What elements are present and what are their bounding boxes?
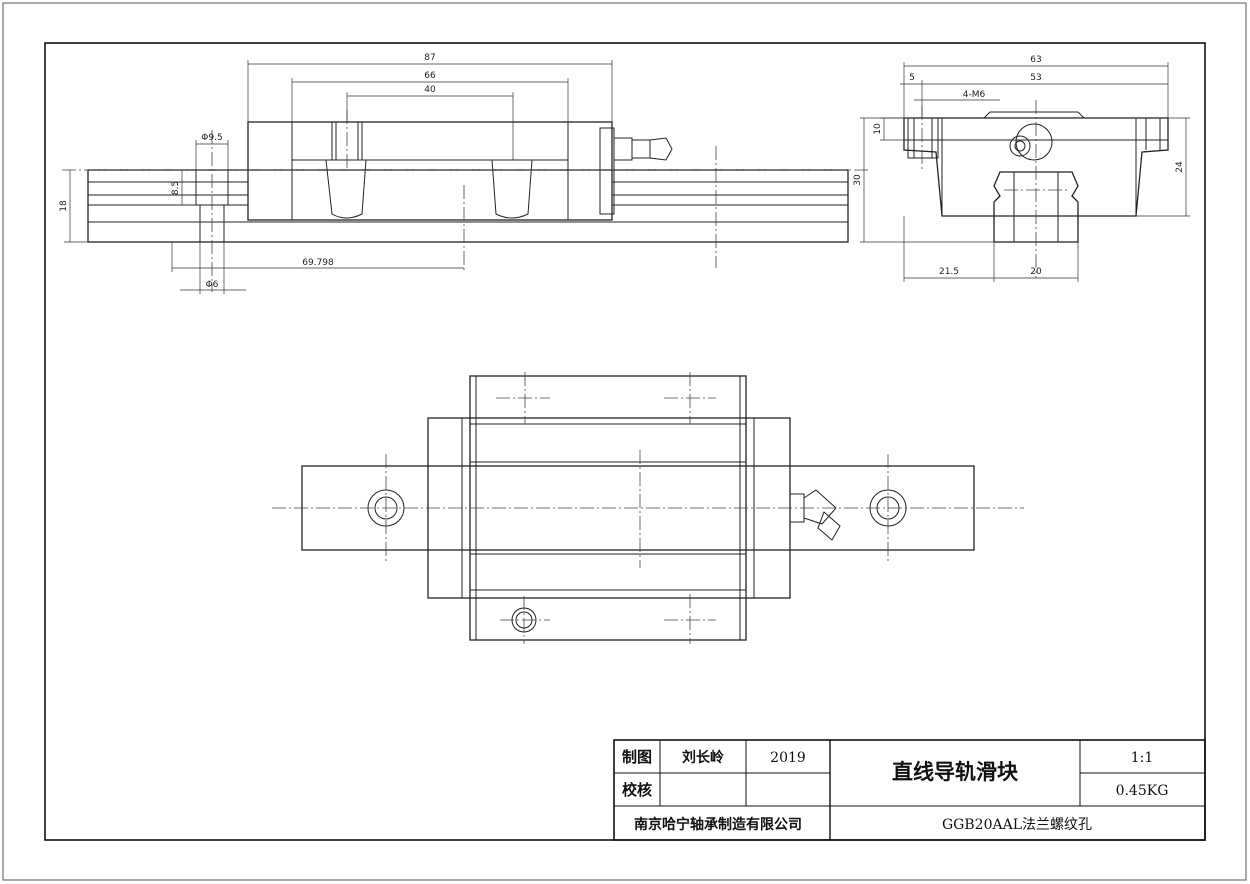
- dim-24: 24: [1175, 161, 1185, 173]
- dim-215: 21.5: [939, 267, 959, 277]
- dim-18: 18: [59, 200, 69, 212]
- dim-85: 8.5: [171, 181, 181, 195]
- dim-20: 20: [1030, 267, 1042, 277]
- drawn-label: 制图: [622, 748, 652, 766]
- carriage-body: [247, 121, 613, 221]
- drawn-year: 2019: [770, 750, 806, 766]
- drawing-frame: [44, 42, 1206, 841]
- dim-63: 63: [1030, 55, 1041, 65]
- dim-30: 30: [853, 174, 863, 186]
- dim-87: 87: [424, 53, 435, 63]
- dim-5: 5: [909, 73, 915, 83]
- dim-10: 10: [873, 123, 883, 135]
- top-view: [272, 372, 1024, 644]
- weight: 0.45KG: [1116, 783, 1169, 799]
- title-block: [613, 739, 1206, 841]
- company-name: 南京哈宁轴承制造有限公司: [634, 816, 802, 833]
- dim-phi95: Φ9.5: [201, 133, 222, 143]
- front-view: 87 66 40 Φ9.5 8.5 18 69.798 Φ6: [59, 53, 870, 294]
- drawing-title: 直线导轨滑块: [892, 760, 1019, 784]
- part-number: GGB20AAL法兰螺纹孔: [942, 817, 1092, 833]
- dim-40: 40: [424, 85, 436, 95]
- dim-53: 53: [1030, 73, 1041, 83]
- side-view: 63 5 53 4-M6 10 30 24 21.5 20: [853, 55, 1190, 282]
- check-label: 校核: [622, 781, 652, 799]
- drawn-name: 刘长岭: [682, 749, 724, 766]
- dim-66: 66: [424, 71, 436, 81]
- dim-69798: 69.798: [302, 258, 334, 268]
- dim-phi6: Φ6: [206, 280, 219, 290]
- rail-profile: [993, 171, 1079, 243]
- grease-nipple: [613, 137, 633, 161]
- scale: 1:1: [1131, 750, 1154, 766]
- dim-4m6: 4-M6: [963, 90, 986, 100]
- grease-nipple-end: [1009, 135, 1031, 157]
- rail: [87, 169, 849, 243]
